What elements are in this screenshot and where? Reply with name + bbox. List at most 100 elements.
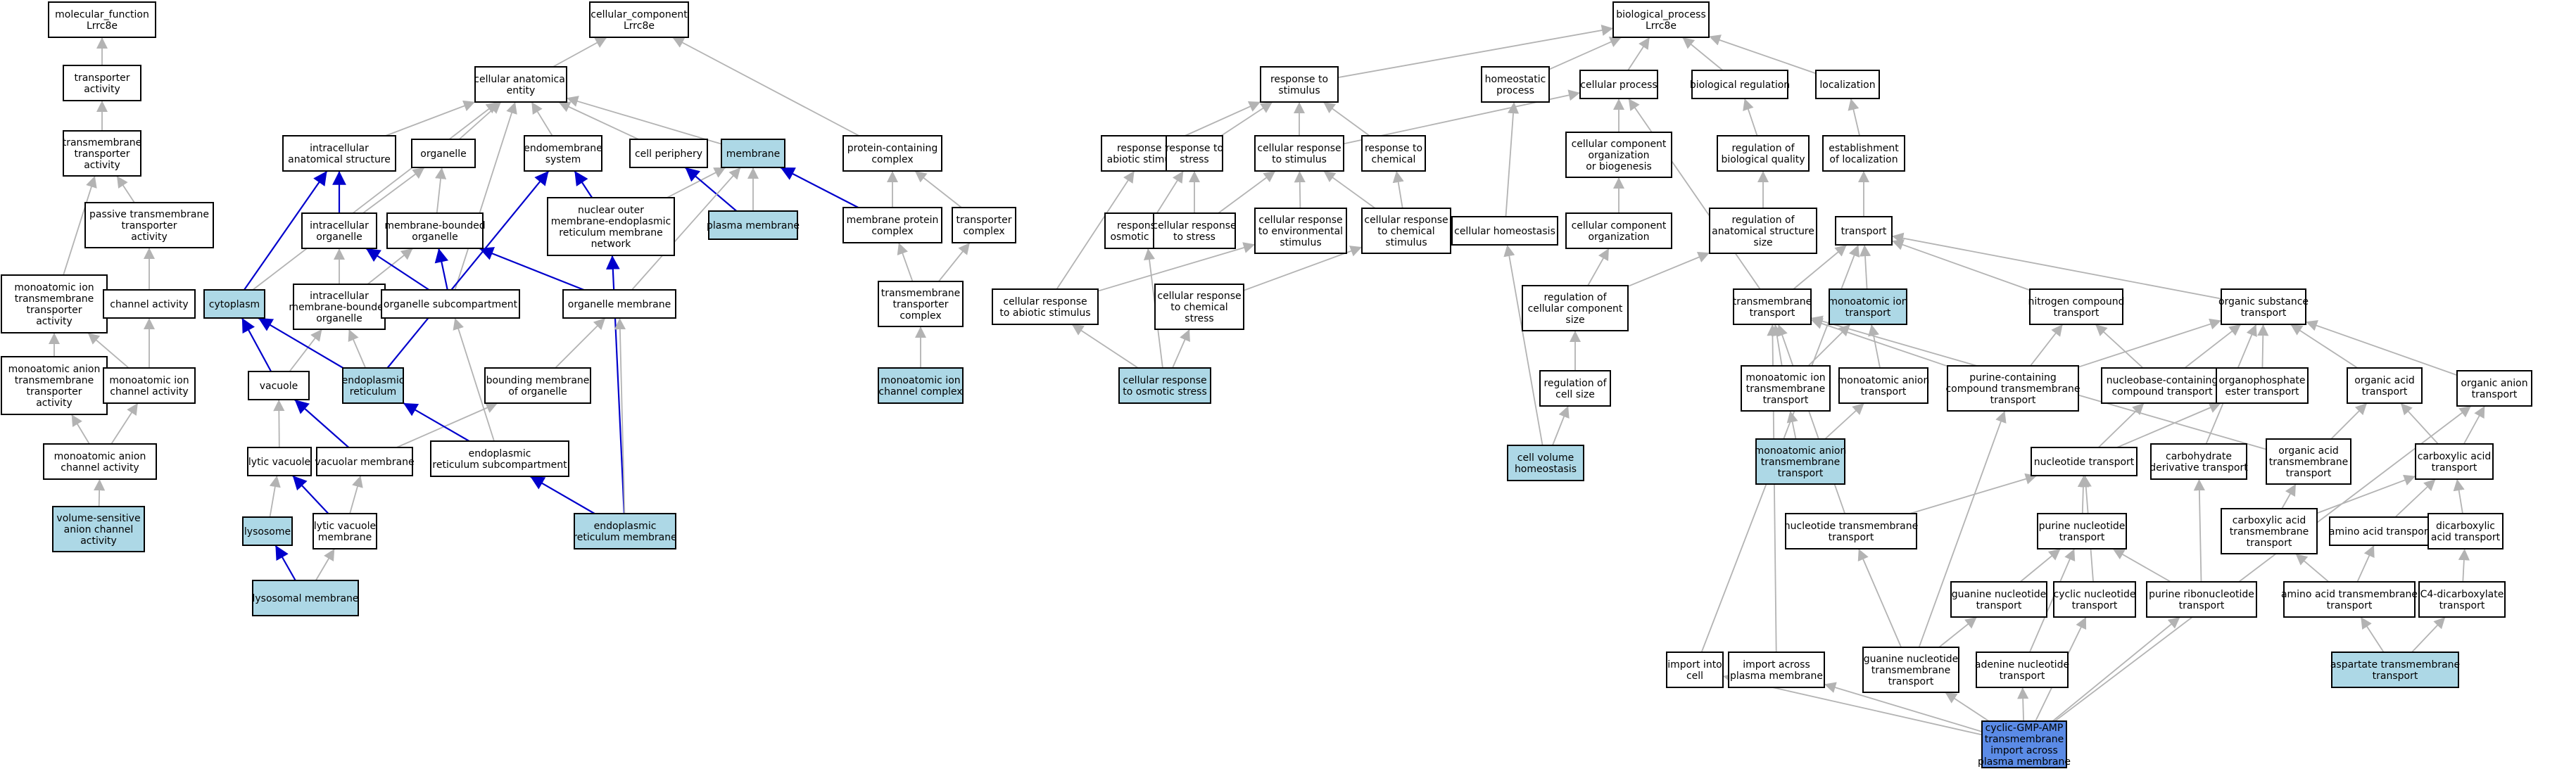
go-term-node[interactable]: biological regulation (1690, 70, 1790, 99)
go-term-node[interactable]: vacuole (248, 371, 310, 400)
go-term-node[interactable]: cytoplasm (203, 289, 265, 319)
go-term-node[interactable]: plasma membrane (707, 210, 800, 240)
go-term-node[interactable]: nucleotide transport (2031, 447, 2138, 476)
go-term-node[interactable]: lytic vacuole (247, 447, 312, 476)
edge-n_rc-to-n_rs (1322, 101, 1370, 136)
go-term-node[interactable]: cellular process (1579, 70, 1658, 99)
go-term-node[interactable]: organelle (411, 139, 476, 168)
go-term-node[interactable]: organelle subcompartment (381, 289, 520, 319)
go-term-node[interactable]: amino acid transport (2329, 516, 2432, 546)
go-term-node[interactable]: membrane (721, 139, 785, 168)
go-term-node[interactable]: cell periphery (629, 139, 708, 168)
go-term-node[interactable]: cellular homeostasis (1451, 216, 1558, 246)
go-term-node[interactable]: vacuolar membrane (315, 447, 415, 476)
go-term-node[interactable]: channel activity (103, 289, 196, 319)
node-box (1862, 647, 1959, 693)
go-term-node[interactable]: lysosome (242, 516, 293, 546)
go-term-node[interactable]: transport (1835, 216, 1893, 246)
go-term-node[interactable]: organelle membrane (562, 289, 676, 319)
go-term-node[interactable]: lysosomal membrane (252, 580, 359, 616)
go-term-node[interactable]: localization (1815, 70, 1880, 99)
